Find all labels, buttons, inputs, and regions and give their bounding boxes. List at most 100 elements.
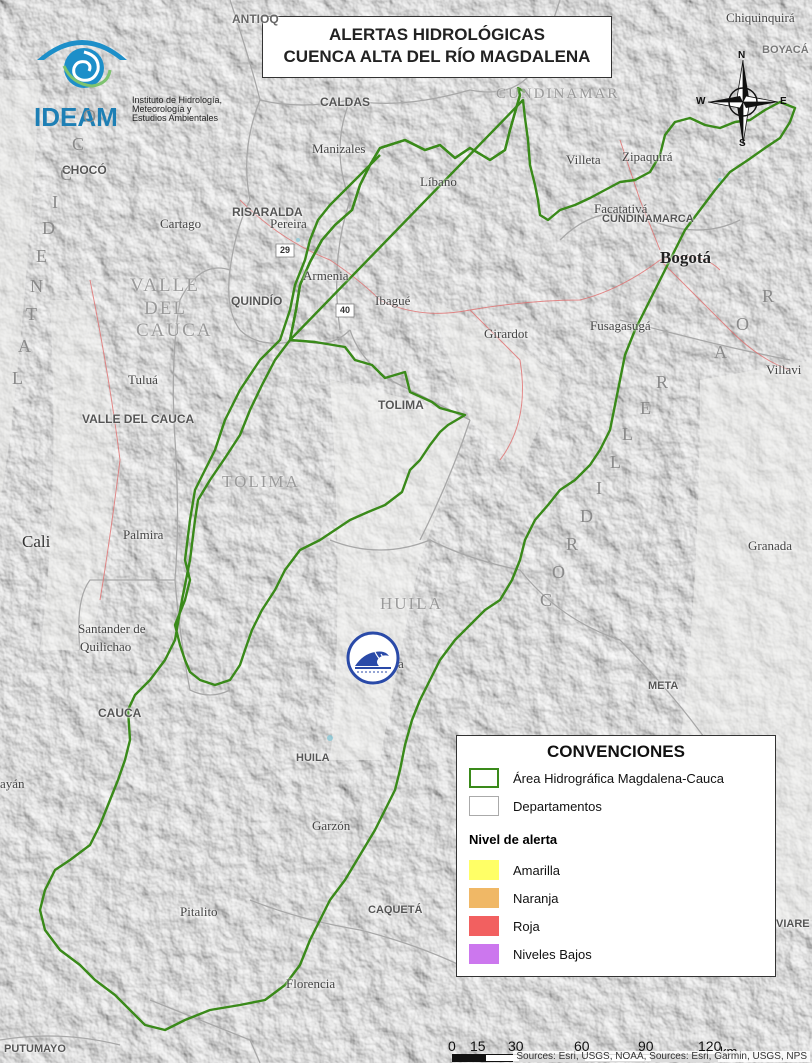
legend-box: CONVENCIONES Área Hidrográfica Magdalena… xyxy=(456,735,776,977)
dept-caqueta: CAQUETÁ xyxy=(368,904,423,916)
legend-swatch-niveles-bajos xyxy=(469,944,499,964)
city-santander-line2: Quilichao xyxy=(80,639,132,654)
dept-meta: META xyxy=(648,680,679,692)
ideam-name: IDEAM xyxy=(34,102,118,132)
scale-tick-0: 0 xyxy=(448,1038,456,1054)
legend-label-roja: Roja xyxy=(513,919,540,934)
map-title-line1: ALERTAS HIDROLÓGICAS xyxy=(329,25,545,44)
cord-occ-8: A xyxy=(18,336,33,356)
compass-n: N xyxy=(738,50,746,61)
legend-swatch-amarilla xyxy=(469,860,499,880)
cord-or-3: D xyxy=(580,506,595,526)
dept-cauca: CAUCA xyxy=(98,706,142,720)
cord-occ-5: E xyxy=(36,246,49,266)
cord-or-1: O xyxy=(552,562,567,582)
cord-occ-2: C xyxy=(60,164,75,184)
compass-rose-icon xyxy=(707,59,779,145)
city-cartago: Cartago xyxy=(160,216,202,231)
dept-valle-del-cauca: VALLE DEL CAUCA xyxy=(82,412,195,426)
compass-e: E xyxy=(780,96,787,107)
legend-swatch-naranja xyxy=(469,888,499,908)
dept-boyaca: BOYACÁ xyxy=(762,44,809,56)
dept-tolima: TOLIMA xyxy=(378,398,424,412)
cord-occ-4: D xyxy=(42,218,57,238)
cord-or-6: L xyxy=(622,424,635,444)
cord-or-4: I xyxy=(596,478,604,498)
city-ayan: ayán xyxy=(0,776,25,791)
cord-occ-9: L xyxy=(12,368,25,388)
legend-swatch-roja xyxy=(469,916,499,936)
city-neiva-partial: a xyxy=(398,656,404,671)
dept-putumayo: PUTUMAYO xyxy=(4,1043,66,1055)
cord-or-10: O xyxy=(736,314,751,334)
cord-or-8: R xyxy=(656,372,671,392)
city-armenia: Armenia xyxy=(303,268,349,283)
dept-caldas: CALDAS xyxy=(320,95,370,109)
big-label-huila: HUILA xyxy=(380,594,443,613)
ideam-subtitle-line-2: Meteorología y xyxy=(132,104,192,114)
big-label-cauca: CAUCA xyxy=(136,320,213,341)
city-cali: Cali xyxy=(22,532,51,551)
scale-tick-120: 120 xyxy=(698,1038,722,1054)
scale-tick-30: 30 xyxy=(508,1038,524,1054)
dept-quindio: QUINDÍO xyxy=(231,294,283,308)
legend-label-niveles-bajos: Niveles Bajos xyxy=(513,947,592,962)
city-villavicencio: Villavi xyxy=(766,362,802,377)
legend-label-naranja: Naranja xyxy=(513,891,559,906)
big-label-tolima: TOLIMA xyxy=(222,472,300,491)
city-garzon: Garzón xyxy=(312,818,351,833)
cord-or-11: R xyxy=(762,286,777,306)
dept-huila: HUILA xyxy=(296,752,330,764)
compass-s: S xyxy=(739,138,746,149)
city-ibague: Ibagué xyxy=(375,293,411,308)
compass-w: W xyxy=(696,96,706,107)
cord-occ-0: O xyxy=(83,106,98,126)
cord-occ-7: T xyxy=(26,304,39,324)
city-pereira: Pereira xyxy=(270,216,307,231)
legend-swatch-basin xyxy=(469,768,499,788)
city-manizales: Manizales xyxy=(312,141,366,156)
legend-label-departments: Departamentos xyxy=(513,799,602,814)
city-libano: Líbano xyxy=(420,174,457,189)
cord-or-7: E xyxy=(640,398,653,418)
city-girardot: Girardot xyxy=(484,326,529,341)
map-title-box: ALERTAS HIDROLÓGICAS CUENCA ALTA DEL RÍO… xyxy=(262,16,612,78)
ideam-subtitle-line-3: Estudios Ambientales xyxy=(132,113,219,123)
cord-or-2: R xyxy=(566,534,581,554)
map-title-line2: CUENCA ALTA DEL RÍO MAGDALENA xyxy=(283,47,591,66)
road-40: 40 xyxy=(340,305,351,315)
city-chiquinquira: Chiquinquirá xyxy=(726,10,795,25)
ideam-subtitle: Instituto de Hidrología, Meteorología y … xyxy=(132,96,222,123)
dept-choco: CHOCÓ xyxy=(62,163,107,177)
city-villeta: Villeta xyxy=(566,152,601,167)
dept-cundinamarca-top: CUNDINAMAR xyxy=(496,86,620,102)
city-palmira: Palmira xyxy=(123,527,164,542)
dept-antioquia: ANTIOQ xyxy=(232,12,279,26)
ideam-logo: IDEAM Instituto de Hidrología, Meteorolo… xyxy=(4,22,254,132)
city-zipaquira: Zipaquirá xyxy=(622,149,673,164)
dept-cundinamarca: CUNDINAMARCA xyxy=(602,213,694,225)
ideam-swirl-logo-icon xyxy=(37,40,127,88)
city-santander-line1: Santander de xyxy=(78,621,146,636)
dept-risaralda: RISARALDA xyxy=(232,205,303,219)
city-florencia: Florencia xyxy=(286,976,336,991)
big-label-del: DEL xyxy=(144,298,187,319)
cord-or-5: L xyxy=(610,452,623,472)
source-attribution: Sources: Esri, USGS, NOAA, Sources: Esri… xyxy=(513,1051,810,1062)
legend-levels-title: Nivel de alerta xyxy=(469,832,558,847)
road-29: 29 xyxy=(280,245,291,255)
legend-label-amarilla: Amarilla xyxy=(513,863,560,878)
city-facatativa: Facatativá xyxy=(594,201,648,216)
legend-label-basin: Área Hidrográfica Magdalena-Cauca xyxy=(513,771,725,786)
city-bogota: Bogotá xyxy=(660,248,711,267)
dept-viare: VIARE xyxy=(776,918,810,930)
cord-occ-6: N xyxy=(30,276,45,296)
ideam-subtitle-line-1: Instituto de Hidrología, xyxy=(132,95,223,105)
cord-occ-3: I xyxy=(52,192,60,212)
city-pitalito: Pitalito xyxy=(180,904,218,919)
hydro-station-icon[interactable] xyxy=(345,630,401,686)
city-granada: Granada xyxy=(748,538,793,553)
city-tulua: Tuluá xyxy=(128,372,158,387)
cord-or-9: A xyxy=(714,342,729,362)
